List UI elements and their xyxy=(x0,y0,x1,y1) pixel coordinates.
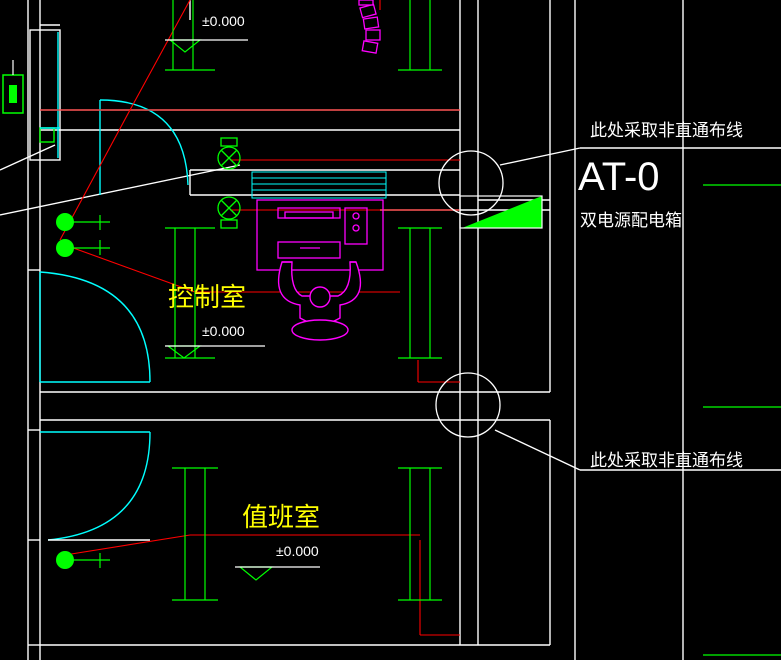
dimension-marks xyxy=(65,0,781,656)
operator-figure xyxy=(277,261,362,341)
routing-circle-lower xyxy=(435,372,501,438)
outlet-dot xyxy=(56,239,74,257)
elevation-label-duty: ±0.000 xyxy=(276,543,319,559)
elevation-markers xyxy=(165,39,320,581)
panel-description: 双电源配电箱 xyxy=(580,211,682,230)
control-desk xyxy=(256,199,384,271)
note-lower: 此处采取非直通布线 xyxy=(590,451,743,470)
vent-block xyxy=(251,171,387,199)
room-label-control: 控制室 xyxy=(168,282,246,312)
outlet-dot xyxy=(56,551,74,569)
lamp-icons xyxy=(217,137,241,229)
doors xyxy=(39,32,189,541)
note-upper: 此处采取非直通布线 xyxy=(590,121,743,140)
lamp-icon xyxy=(217,137,241,170)
wiring xyxy=(40,0,460,636)
elevation-label-control: ±0.000 xyxy=(202,323,245,339)
room-label-duty: 值班室 xyxy=(242,502,320,532)
outlet-dot xyxy=(56,213,74,231)
outlet-dots xyxy=(56,213,74,569)
lamp-icon xyxy=(217,196,241,229)
switch-box xyxy=(2,60,24,114)
labels: ±0.000 ±0.000 ±0.000 控制室 值班室 AT-0 双电源配电箱… xyxy=(168,13,743,559)
routing-circle-upper xyxy=(438,150,504,216)
distribution-box-symbol xyxy=(459,195,543,229)
elevation-label-top: ±0.000 xyxy=(202,13,245,29)
panel-tag: AT-0 xyxy=(578,155,660,199)
chair-row xyxy=(358,0,381,54)
routing-markers xyxy=(435,150,504,438)
